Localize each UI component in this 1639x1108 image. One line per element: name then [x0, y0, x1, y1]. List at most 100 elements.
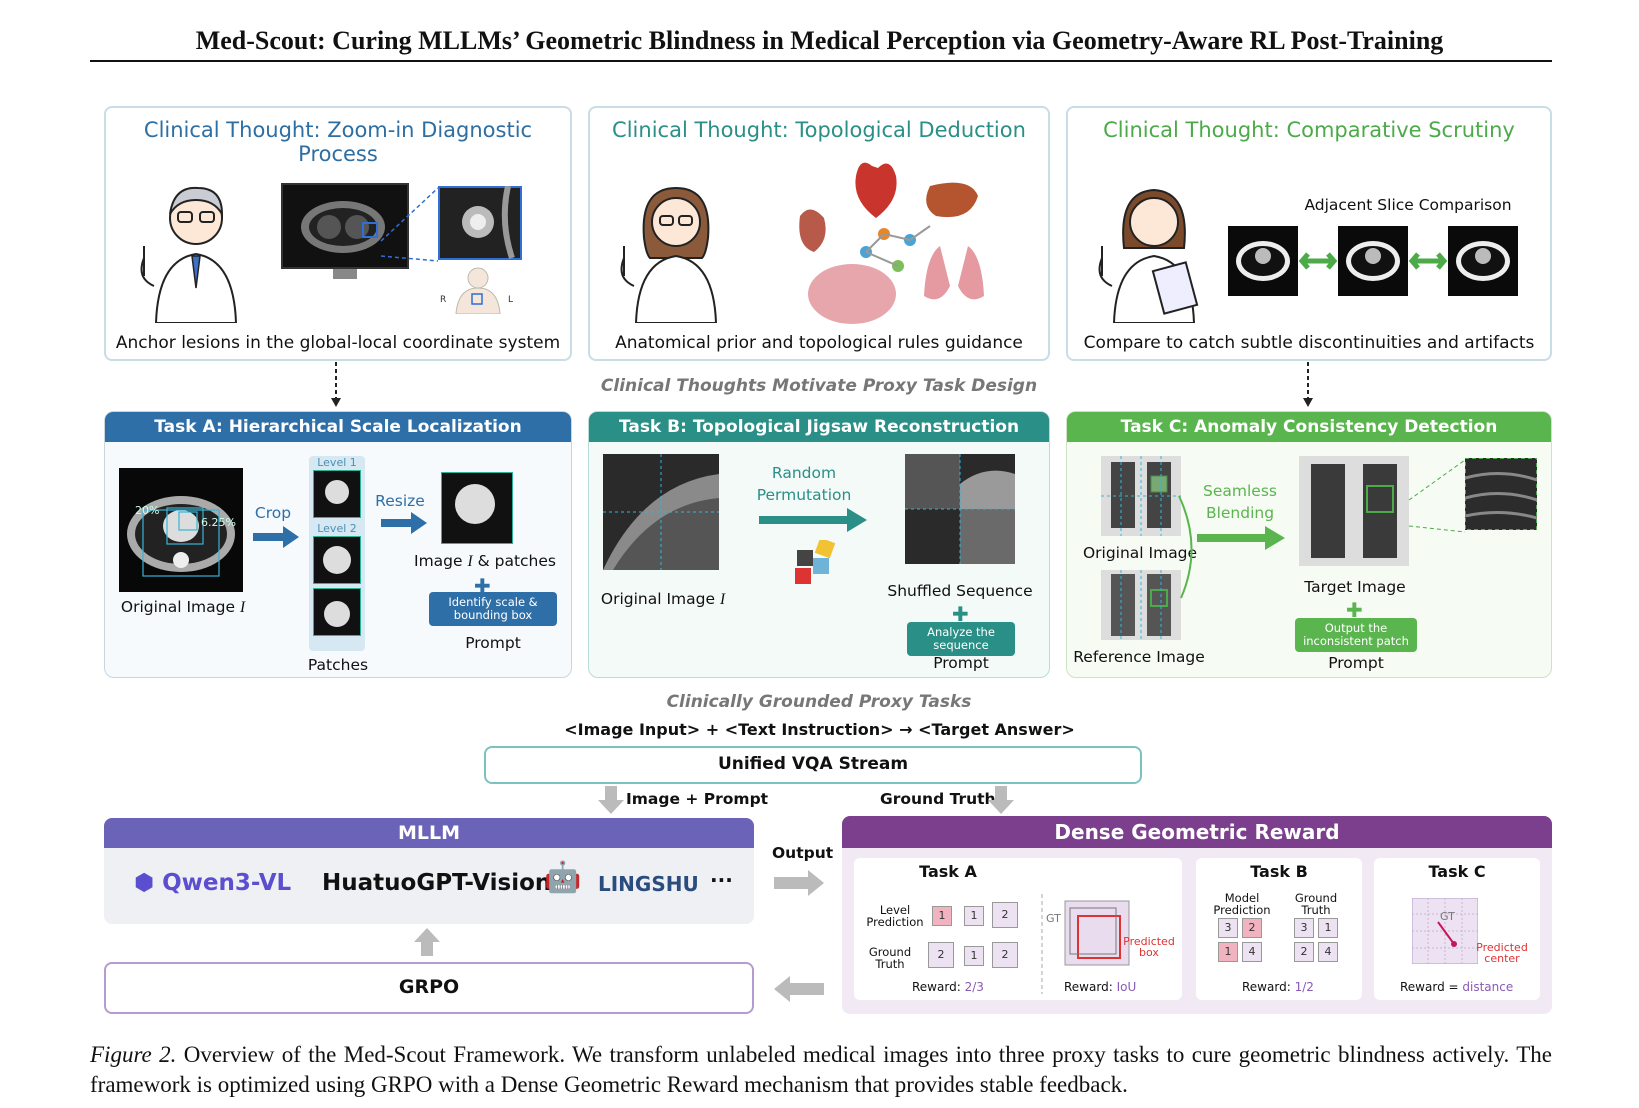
predicted-center-label: Predicted center — [1476, 941, 1528, 965]
gt-cell: 2 — [928, 942, 954, 968]
ground-truth-label: Ground Truth — [1294, 891, 1338, 917]
paper-header-title: Med-Scout: Curing MLLMs’ Geometric Blind… — [195, 26, 1444, 55]
gt-label: GT — [1046, 912, 1061, 925]
organs-icon — [799, 162, 984, 324]
level-2-label: Level 2 — [317, 522, 357, 535]
adjacent-slice-label: Adjacent Slice Comparison — [1304, 196, 1512, 214]
robot-icon: 🤖 — [544, 860, 582, 895]
gt-grid-cell: 2 — [1294, 942, 1314, 962]
doctor-icon — [140, 186, 238, 323]
reward-task-c: Task C GT Predicted center Reward = dist… — [1374, 858, 1540, 1000]
task-b-box: Task B: Topological Jigsaw Reconstructio… — [588, 411, 1050, 678]
panel-title: Clinical Thought: Comparative Scrutiny — [1103, 118, 1515, 142]
lesion-zoom-icon — [438, 186, 522, 260]
reference-image-label: Reference Image — [1073, 648, 1205, 666]
pct-20: 20% — [135, 504, 160, 517]
patch-level-2a — [313, 536, 361, 584]
qwen-logo: ⬢ Qwen3-VL — [134, 870, 291, 896]
panel-title: Clinical Thought: Topological Deduction — [612, 118, 1026, 142]
prompt-box: Identify scale & bounding box — [429, 592, 557, 626]
vqa-formula: <Image Input> + <Text Instruction> → <Ta… — [564, 720, 1075, 739]
resize-arrow-icon — [381, 512, 427, 534]
reward-box: Dense Geometric Reward Task A Level Pred… — [842, 816, 1552, 1014]
reward-header: Dense Geometric Reward — [842, 816, 1552, 848]
task-c-header: Task C: Anomaly Consistency Detection — [1067, 412, 1551, 442]
svg-text:R: R — [440, 295, 446, 305]
image-patches-label: Image I & patches — [414, 552, 556, 570]
blending-label: Blending — [1205, 504, 1275, 522]
seamless-label: Seamless — [1203, 482, 1277, 500]
ground-truth-label: Ground Truth — [880, 790, 996, 808]
reward-b: Reward: 1/2 — [1242, 980, 1314, 994]
zoom-lines-c — [1408, 459, 1466, 533]
panel-comparative: Clinical Thought: Comparative Scrutiny A… — [1066, 106, 1552, 361]
pred-grid-cell: 3 — [1218, 918, 1238, 938]
svg-text:L: L — [508, 295, 513, 305]
mllm-box: MLLM ⬢ Qwen3-VL HuatuoGPT-Vision 🤖 LINGS… — [104, 818, 754, 924]
mllm-header: MLLM — [104, 818, 754, 848]
reward-task-c-title: Task C — [1428, 862, 1486, 881]
huatuo-label: HuatuoGPT-Vision — [322, 870, 552, 896]
doctor-clipboard-icon — [1098, 188, 1199, 323]
mid-label-motivate: Clinical Thoughts Motivate Proxy Task De… — [600, 376, 1038, 396]
task-a-header: Task A: Hierarchical Scale Localization — [105, 412, 571, 442]
divider — [1041, 894, 1043, 994]
gt-grid-cell: 4 — [1318, 942, 1338, 962]
zoom-lines — [380, 187, 439, 262]
up-arrow-icon — [414, 928, 440, 956]
plus-icon: ✚ — [952, 602, 969, 626]
level-prediction-label: Level Prediction — [866, 903, 924, 929]
model-prediction-label: Model Prediction — [1213, 891, 1271, 917]
output-label: Output — [772, 844, 834, 862]
crop-label: Crop — [254, 504, 292, 522]
reward-task-a-title: Task A — [919, 862, 977, 881]
patches-label: Patches — [307, 656, 369, 674]
target-image-label: Target Image — [1304, 578, 1406, 596]
panel-topological: Clinical Thought: Topological Deduction … — [588, 106, 1050, 361]
dashed-arrow-right — [1303, 362, 1313, 407]
image-prompt-label: Image + Prompt — [626, 790, 769, 808]
pred-cell: 1 — [964, 906, 984, 926]
figure-caption: Figure 2. Overview of the Med-Scout Fram… — [90, 1040, 1552, 1100]
pred-cell: 1 — [932, 906, 952, 926]
qwen-label: Qwen3-VL — [162, 870, 292, 896]
original-image-label: Original Image I — [600, 590, 726, 608]
iou-boxes — [1064, 900, 1130, 966]
reward-a1: Reward: 2/3 — [912, 980, 984, 994]
xray-original-image — [1101, 456, 1181, 536]
gt-label: GT — [1440, 910, 1455, 923]
gt-cell: 2 — [992, 942, 1018, 968]
crop-arrow-icon — [253, 526, 299, 548]
reward-task-b: Task B Model Prediction Ground Truth 3 2… — [1196, 858, 1362, 1000]
dashed-arrow-left — [331, 362, 341, 407]
resized-image — [441, 472, 513, 544]
caption-text: Overview of the Med-Scout Framework. We … — [90, 1042, 1552, 1097]
panel-zoom-in: Clinical Thought: Zoom-in Diagnostic Pro… — [104, 106, 572, 361]
pred-grid-cell: 2 — [1242, 918, 1262, 938]
panel-caption: Compare to catch subtle discontinuities … — [1083, 333, 1535, 353]
more-models: ··· — [710, 868, 733, 892]
task-c-box: Task C: Anomaly Consistency Detection Or… — [1066, 411, 1552, 678]
inconsistent-patch — [1465, 458, 1537, 530]
distance-grid — [1412, 898, 1478, 964]
pred-grid-cell: 1 — [1218, 942, 1238, 962]
ground-truth-label: Ground Truth — [868, 945, 912, 971]
original-image-label: Original Image — [1082, 544, 1198, 562]
gt-cell: 1 — [964, 946, 984, 966]
panel-caption: Anchor lesions in the global-local coord… — [115, 333, 561, 353]
figure-label: Figure 2. — [90, 1042, 177, 1067]
shuffled-sequence-label: Shuffled Sequence — [887, 582, 1033, 600]
resize-label: Resize — [375, 492, 425, 510]
mid-label-grounded: Clinically Grounded Proxy Tasks — [666, 692, 972, 712]
plus-icon: ✚ — [1346, 598, 1363, 622]
ct-original-image — [119, 468, 243, 592]
gt-grid-cell: 3 — [1294, 918, 1314, 938]
permutation-arrow-icon — [759, 508, 867, 532]
panel-caption: Anatomical prior and topological rules g… — [615, 333, 1023, 353]
pred-grid-cell: 4 — [1242, 942, 1262, 962]
task-b-header: Task B: Topological Jigsaw Reconstructio… — [589, 412, 1049, 442]
shuffled-image — [905, 454, 1015, 564]
panel-title: Clinical Thought: Zoom-in Diagnostic Pro… — [143, 118, 533, 166]
reward-task-b-title: Task B — [1250, 862, 1308, 881]
